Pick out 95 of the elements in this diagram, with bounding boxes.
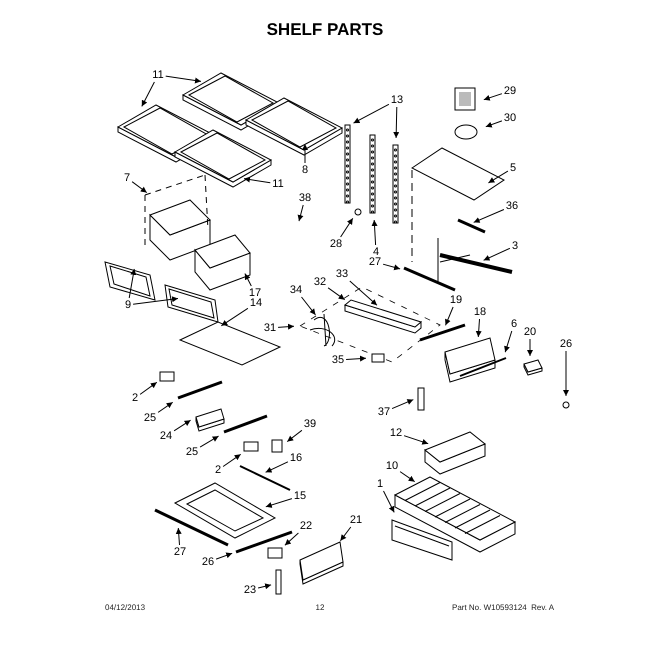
date-note: 04/12/2013 [105,603,146,612]
callout-number: 29 [502,85,518,97]
leader-line [244,273,252,286]
callout-number: 6 [510,318,518,330]
leader-line [128,268,136,298]
callout-number: 2 [130,392,140,404]
callout-number: 11 [271,178,285,190]
callout-number: 3 [510,240,520,252]
leader-line [158,402,174,413]
leader-line [473,209,504,223]
leader-line [488,170,508,184]
leader-line [445,306,454,326]
leader-line [222,454,242,467]
callout-number: 34 [288,284,304,296]
callout-number: 39 [302,418,318,430]
leader-line [284,532,299,546]
leader-line [340,526,352,542]
leader-line [483,248,510,261]
callout-number: 35 [330,354,346,366]
leader-line [258,583,272,590]
leader-line [328,287,346,300]
callout-number: 30 [502,112,518,124]
callout-number: 37 [376,406,392,418]
callout-number: 32 [312,276,328,288]
leader-line [220,308,248,326]
callout-number: 1 [376,478,384,490]
callout-number: 22 [298,520,314,532]
leader-line [485,120,502,128]
callout-number: 28 [328,238,344,250]
leader-line [476,318,482,338]
callout-number: 13 [390,94,404,106]
leader-line [392,399,414,410]
leader-line [298,204,304,222]
leader-line [176,528,182,546]
leader-line [353,104,390,124]
callout-number: 38 [298,192,312,204]
callout-number: 27 [368,256,382,268]
leader-line [265,498,292,508]
callout-number: 14 [248,297,264,309]
leader-line [346,356,366,362]
page-number: 12 [316,603,324,612]
callout-number: 24 [158,430,174,442]
leader-line [404,435,429,445]
callout-number: 20 [522,326,538,338]
callout-number: 15 [292,490,308,502]
leader-line [174,420,192,432]
leader-line [132,181,148,194]
leader-line [165,76,202,84]
callout-number: 31 [262,322,278,334]
leader-line [563,350,569,396]
callout-number: 12 [388,427,404,439]
leader-line [349,280,378,306]
callout-number: 5 [508,162,518,174]
callout-number: 25 [184,446,200,458]
callout-number: 21 [348,514,364,526]
leader-line [483,93,502,101]
leader-line [278,324,294,330]
leader-line [393,106,400,138]
callout-number: 36 [504,200,520,212]
callout-number: 23 [242,584,258,596]
callout-number: 16 [288,452,304,464]
page-title: SHELF PARTS [266,20,384,40]
callout-number: 25 [142,412,158,424]
leader-line [400,471,416,482]
leader-line [383,490,395,513]
leader-line [527,338,533,356]
callout-number: 9 [124,299,132,311]
leader-line [265,461,288,473]
leader-line [286,430,302,442]
leader-line [372,220,378,246]
leader-line [132,296,178,305]
callout-number: 19 [448,294,464,306]
leader-line [216,552,233,560]
leader-line [301,296,316,316]
leader-line [382,264,401,270]
callout-number: 4 [372,246,380,258]
callout-number: 17 [248,287,262,299]
leader-line [340,218,354,238]
callout-number: 10 [384,460,400,472]
part-number-note: Part No. W10593124 Rev. A [452,603,554,612]
callout-number: 8 [300,164,310,176]
leader-line [504,330,512,353]
leader-line [302,144,308,164]
callout-number: 7 [122,172,132,184]
leader-line [244,176,271,184]
callout-number: 18 [472,306,488,318]
leader-line [141,82,155,107]
callout-number: 11 [151,69,165,81]
callout-number: 2 [214,464,222,476]
leader-line [200,436,220,448]
callout-number: 26 [200,556,216,568]
leader-line [140,382,158,395]
callout-number: 27 [172,546,188,558]
callout-number: 26 [558,338,574,350]
callout-number: 33 [334,268,350,280]
